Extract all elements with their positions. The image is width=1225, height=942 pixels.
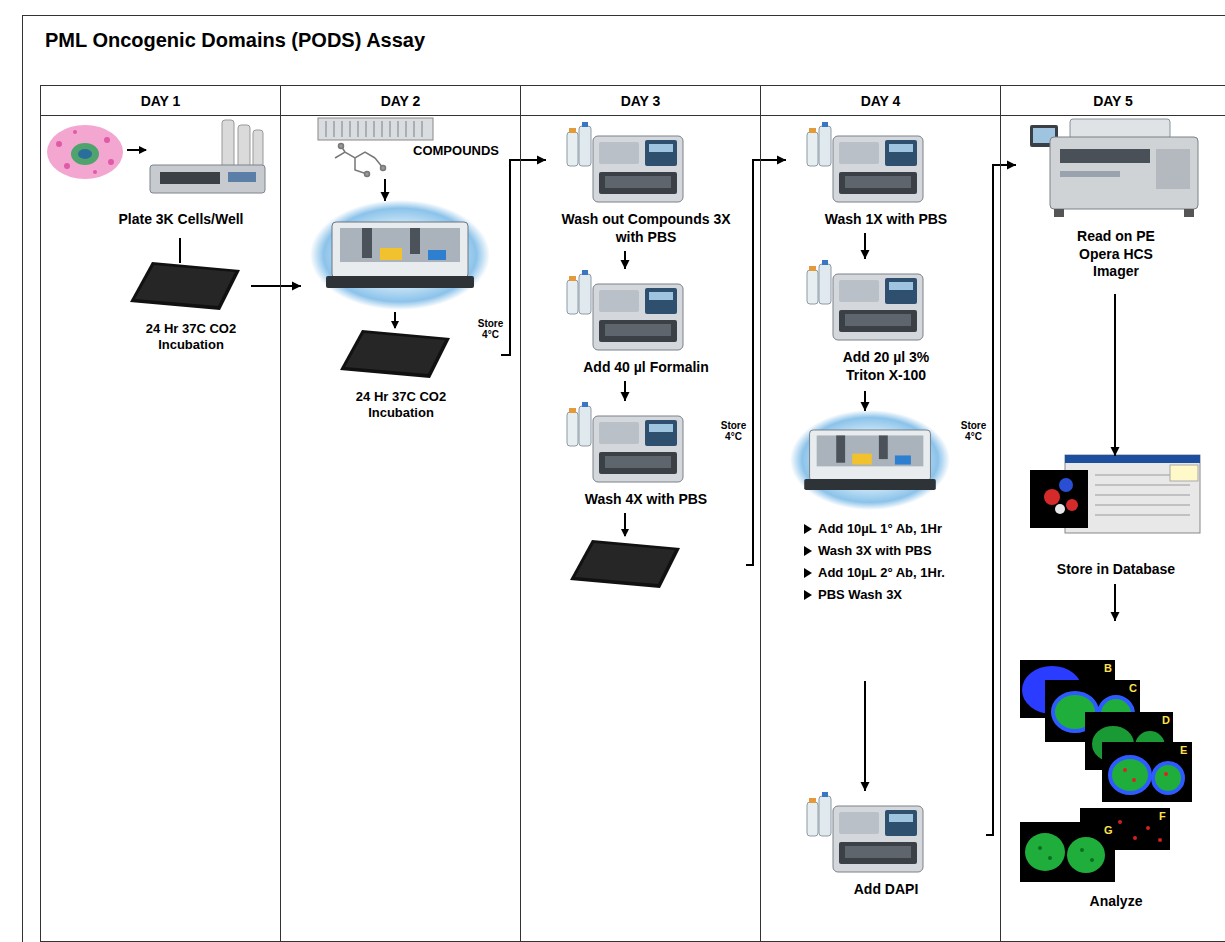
arrow-head [861,250,870,259]
connector-line [746,160,786,565]
process-step: Analyze [1016,621,1216,921]
edge-label: Store 4°C [475,318,506,340]
edge-label: Store 4°C [958,420,989,442]
panel-letter: B [1103,662,1113,674]
step-caption: Add DAPI [791,881,981,899]
day-column: DAY 4 Wash 1X with PBS Add 20 µl 3% Triton… [760,85,1001,942]
step-caption: Read on PE Opera HCS Imager [1056,228,1176,281]
connector-line [864,681,866,791]
arrow-head [1111,612,1120,621]
bullet-step: PBS Wash 3X [818,587,958,603]
arrow-head [292,282,301,291]
step-caption: Plate 3K Cells/Well [86,211,276,229]
process-step: Add 10µL 1° Ab, 1HrWash 3X with PBS Add 1… [786,411,986,681]
connector [986,161,1016,836]
connector [621,251,630,269]
day-header: DAY 2 [281,86,520,116]
connector [746,156,786,566]
connector [180,238,181,263]
process-step: 24 Hr 37C CO2 Incubation [131,263,251,391]
day-column: DAY 1 Plate 3K Cells/Well 24 Hr 37C CO2 In… [40,85,281,942]
bullet-marker [804,568,812,578]
connector [501,156,546,356]
day-column: DAY 5 Read on PE Opera HCS ImagerStore in… [1000,85,1225,942]
step-caption: 24 Hr 37C CO2 Incubation [136,321,246,354]
bullet-marker [804,590,812,600]
panel-letter: G [1103,824,1114,836]
connector [861,681,870,791]
bullet-marker [804,546,812,556]
day-column: DAY 3 Wash out Compounds 3X with PBS Add 4… [520,85,761,942]
process-step: Add 20 µl 3% Triton X-100 [786,259,986,391]
step-caption: Add 20 µl 3% Triton X-100 [826,349,946,384]
process-step: Add 40 µl Formalin [546,269,746,381]
panel-letter: D [1161,714,1171,726]
step-caption: Wash out Compounds 3X with PBS [551,211,741,246]
step-caption: 24 Hr 37C CO2 Incubation [336,389,466,422]
arrow-head [861,402,870,411]
process-step: Wash 1X with PBS [786,121,986,233]
bullet-step: Wash 3X with PBS [818,543,958,559]
connector [621,381,630,401]
arrow-head [381,192,390,201]
day-column: DAY 2 COMPOUNDS 24 Hr 37C CO2 Incubation [280,85,521,942]
panel-letter: E [1179,744,1188,756]
diagram-title: PML Oncogenic Domains (PODS) Assay [45,28,425,53]
arrow-head [621,392,630,401]
process-step: Wash out Compounds 3X with PBS [546,121,746,251]
panel-letter: C [1128,682,1138,694]
process-step: 24 Hr 37C CO2 Incubation [301,201,501,431]
step-caption: Analyze [1026,893,1206,911]
connector [381,179,390,201]
day-header: DAY 4 [761,86,1000,116]
step-caption: Add 40 µl Formalin [551,359,741,377]
arrow-head [621,260,630,269]
connector-line [501,160,546,355]
step-caption: Wash 1X with PBS [791,211,981,229]
connector [251,282,301,291]
connector [861,233,870,259]
process-step: Plate 3K Cells/Well [46,121,276,238]
day-header: DAY 5 [1001,86,1225,116]
day-header: DAY 1 [41,86,280,116]
arrow-head [1111,447,1120,456]
arrow-head [777,156,786,165]
process-step: COMPOUNDS [301,119,501,179]
step-caption: Store in Database [1026,561,1206,579]
process-step: Add DAPI [786,791,986,911]
process-step: Read on PE Opera HCS Imager [1016,116,1216,294]
step-caption: COMPOUNDS [411,143,501,159]
connector [1111,584,1120,621]
bullet-step: Add 10µL 2° Ab, 1Hr. [818,565,958,581]
process-step: Store in Database [1016,456,1216,584]
day-header: DAY 3 [521,86,760,116]
arrow-head [537,156,546,165]
edge-label: Store 4°C [718,420,749,442]
bullet-marker [804,524,812,534]
connector-line [986,165,1016,835]
panel-letter: F [1158,810,1167,822]
connector-line [1114,294,1116,456]
connector-line [179,238,181,263]
bullet-step: Add 10µL 1° Ab, 1Hr [818,521,958,537]
step-caption: Wash 4X with PBS [551,491,741,509]
connector [861,391,870,411]
arrow-head [1007,161,1016,170]
arrow-head [861,782,870,791]
connector [1111,294,1120,456]
process-step: Wash 4X with PBS [546,401,746,596]
